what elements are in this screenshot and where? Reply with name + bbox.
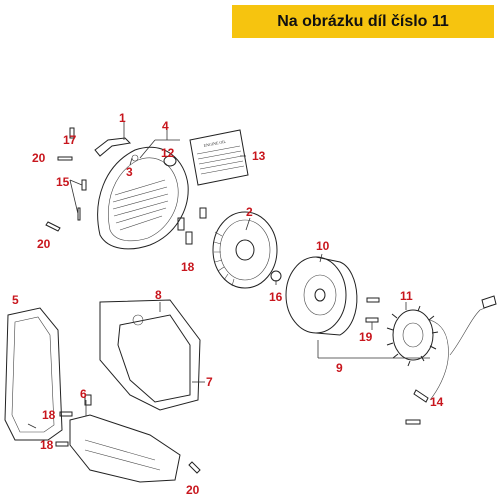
callout-16: 16 bbox=[269, 290, 283, 304]
callout-numbers: 1 2 3 4 5 6 7 8 9 10 11 12 13 14 15 16 1… bbox=[12, 111, 444, 497]
callout-11: 11 bbox=[400, 289, 413, 303]
leader-lines bbox=[27, 122, 430, 429]
callout-20-left: 20 bbox=[37, 237, 51, 251]
lower-cover bbox=[69, 414, 181, 483]
callout-20-top: 20 bbox=[32, 151, 46, 165]
fan-cover bbox=[97, 146, 189, 250]
callout-2: 2 bbox=[246, 205, 253, 219]
callout-18-fan: 18 bbox=[181, 260, 195, 274]
callout-18-bottom: 18 bbox=[40, 438, 54, 452]
callout-15: 15 bbox=[56, 175, 70, 189]
callout-5: 5 bbox=[12, 293, 19, 307]
screws bbox=[45, 127, 429, 474]
callout-4: 4 bbox=[162, 119, 169, 133]
rubber-grommet bbox=[163, 155, 177, 167]
shroud-inner bbox=[117, 314, 191, 403]
callout-20-bottom: 20 bbox=[186, 483, 200, 497]
stator bbox=[386, 295, 497, 401]
callout-10: 10 bbox=[316, 239, 330, 253]
cooling-fan bbox=[212, 211, 278, 289]
callout-9: 9 bbox=[336, 361, 343, 375]
callout-7: 7 bbox=[206, 375, 213, 389]
banner-text: Na obrázku díl číslo 11 bbox=[277, 12, 449, 30]
callout-3: 3 bbox=[126, 165, 133, 179]
callout-1: 1 bbox=[119, 111, 126, 125]
callout-19: 19 bbox=[359, 330, 373, 344]
callout-6: 6 bbox=[80, 387, 87, 401]
callout-18-lower: 18 bbox=[42, 408, 56, 422]
part-number-banner: Na obrázku díl číslo 11 bbox=[232, 5, 494, 38]
callout-13: 13 bbox=[252, 149, 266, 163]
engine-oil-label: ENGINE OIL bbox=[189, 129, 249, 186]
flywheel-nut bbox=[270, 270, 282, 282]
callout-17: 17 bbox=[63, 133, 77, 147]
air-shroud bbox=[99, 299, 201, 411]
callout-8: 8 bbox=[155, 288, 162, 302]
flywheel bbox=[285, 256, 358, 336]
callout-12: 12 bbox=[161, 146, 175, 160]
oil-label-title: ENGINE OIL bbox=[203, 139, 227, 148]
housing-gasket bbox=[4, 307, 63, 441]
callout-14: 14 bbox=[430, 395, 444, 409]
mounting-bracket bbox=[94, 137, 132, 157]
